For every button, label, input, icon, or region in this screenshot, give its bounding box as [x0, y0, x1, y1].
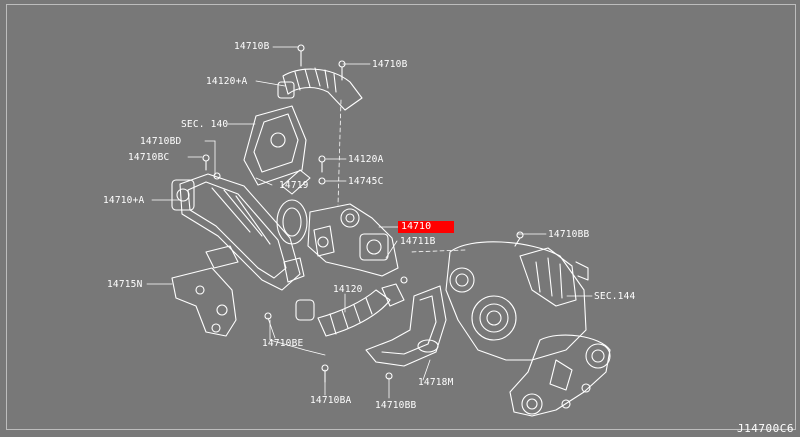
label-14710bd: 14710BD — [140, 136, 182, 147]
label-sec144: SEC.144 — [594, 291, 636, 302]
label-14710bb-bottom: 14710BB — [375, 400, 417, 411]
label-sec140: SEC. 140 — [181, 119, 229, 130]
label-14719: 14719 — [279, 180, 309, 191]
bolts — [202, 154, 524, 383]
egr-valve-part — [307, 203, 399, 277]
label-14710b-top: 14710B — [234, 41, 270, 52]
label-14710ba: 14710BA — [310, 395, 352, 406]
leader-lines — [146, 46, 593, 399]
label-14710bb-right: 14710BB — [548, 229, 590, 240]
upper-hose-part — [277, 44, 363, 111]
label-14120a-mid: 14120A — [348, 154, 384, 165]
bracket-sec140-part — [243, 105, 311, 195]
lower-hose-part — [295, 283, 405, 337]
gasket-part — [276, 199, 308, 245]
label-14710b-right: 14710B — [372, 59, 408, 70]
bracket-14715n-part — [171, 245, 239, 337]
turbocharger-part — [445, 241, 611, 417]
egr-cooler-part — [171, 173, 305, 291]
label-14718m: 14718M — [418, 377, 454, 388]
label-14710be: 14710BE — [262, 338, 304, 349]
label-14711b: 14711B — [400, 236, 436, 247]
diagram-code: J14700C6 — [737, 422, 794, 435]
diagram-border — [6, 4, 796, 430]
label-14745c: 14745C — [348, 176, 384, 187]
label-14715n: 14715N — [107, 279, 143, 290]
label-14710a: 14710+A — [103, 195, 145, 206]
label-14120a-top: 14120+A — [206, 76, 248, 87]
label-14710-highlighted[interactable]: 14710 — [398, 221, 454, 233]
label-14710bc: 14710BC — [128, 152, 170, 163]
label-14120: 14120 — [333, 284, 363, 295]
exhaust-pipe-part — [365, 285, 447, 367]
